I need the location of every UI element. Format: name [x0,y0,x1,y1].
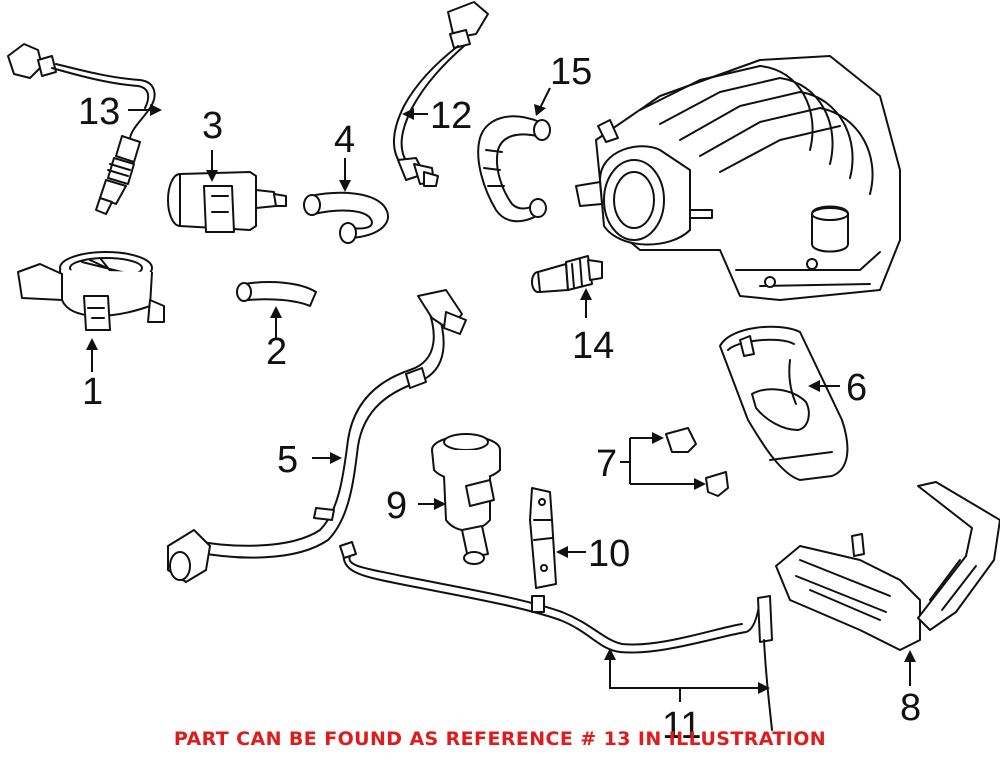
part-5-hose[interactable] [167,289,467,583]
part-1-valve[interactable] [17,251,165,331]
callout-5: 5 [277,439,298,481]
leader-8-arrow [904,650,916,662]
part-8-bracket[interactable] [775,481,1000,651]
leader-13-arrow [150,104,162,116]
part-11-vapor-line[interactable] [339,541,773,731]
leader-2-arrow [270,306,282,318]
part-13-oxygen-sensor[interactable] [7,43,156,215]
intake-manifold [575,55,901,301]
leader-7-arrow-top [652,432,664,444]
leader-5-arrow [330,452,342,464]
leader-10-arrow [556,546,568,558]
part-7-clips[interactable] [665,427,729,497]
callout-9: 9 [386,485,407,527]
callout-11: 11 [662,705,701,747]
callout-13: 13 [78,91,120,133]
part-15-hose[interactable] [477,115,551,223]
part-3-solenoid[interactable] [167,171,287,233]
leader-7-arrow-bottom [694,478,706,490]
callout-12: 12 [430,95,472,137]
leader-11-arrow-right [758,682,770,694]
leader-11 [609,658,760,702]
leader-7 [620,437,696,485]
callout-2: 2 [266,331,287,373]
footer-note: PART CAN BE FOUND AS REFERENCE # 13 IN I… [173,728,827,750]
leader-3-arrow [206,170,218,182]
leader-4-arrow [339,180,351,192]
leader-14-arrow [580,288,592,300]
callout-1: 1 [82,371,103,413]
callout-3: 3 [202,105,223,147]
part-14-pcv-valve[interactable] [531,255,603,293]
leader-12-arrow [402,108,414,120]
callout-14: 14 [572,325,614,367]
callout-4: 4 [334,119,355,161]
callout-10: 10 [588,533,630,575]
part-9-pump[interactable] [431,433,501,565]
callout-6: 6 [846,367,867,409]
leader-1-arrow [86,338,98,350]
leader-6-arrow [808,380,820,392]
callout-15: 15 [550,51,592,93]
leader-9-arrow [434,498,446,510]
callout-7: 7 [596,443,617,485]
part-4-hose[interactable] [303,191,389,244]
leader-11-arrow-left [604,648,616,660]
part-2-hose[interactable] [236,281,317,307]
part-6-canister[interactable] [719,325,849,481]
part-10-bracket[interactable] [529,487,557,589]
part-12-sensor[interactable] [392,1,489,187]
leader-15-arrow [534,104,546,116]
leader-15 [539,87,551,109]
callout-8: 8 [900,687,921,729]
